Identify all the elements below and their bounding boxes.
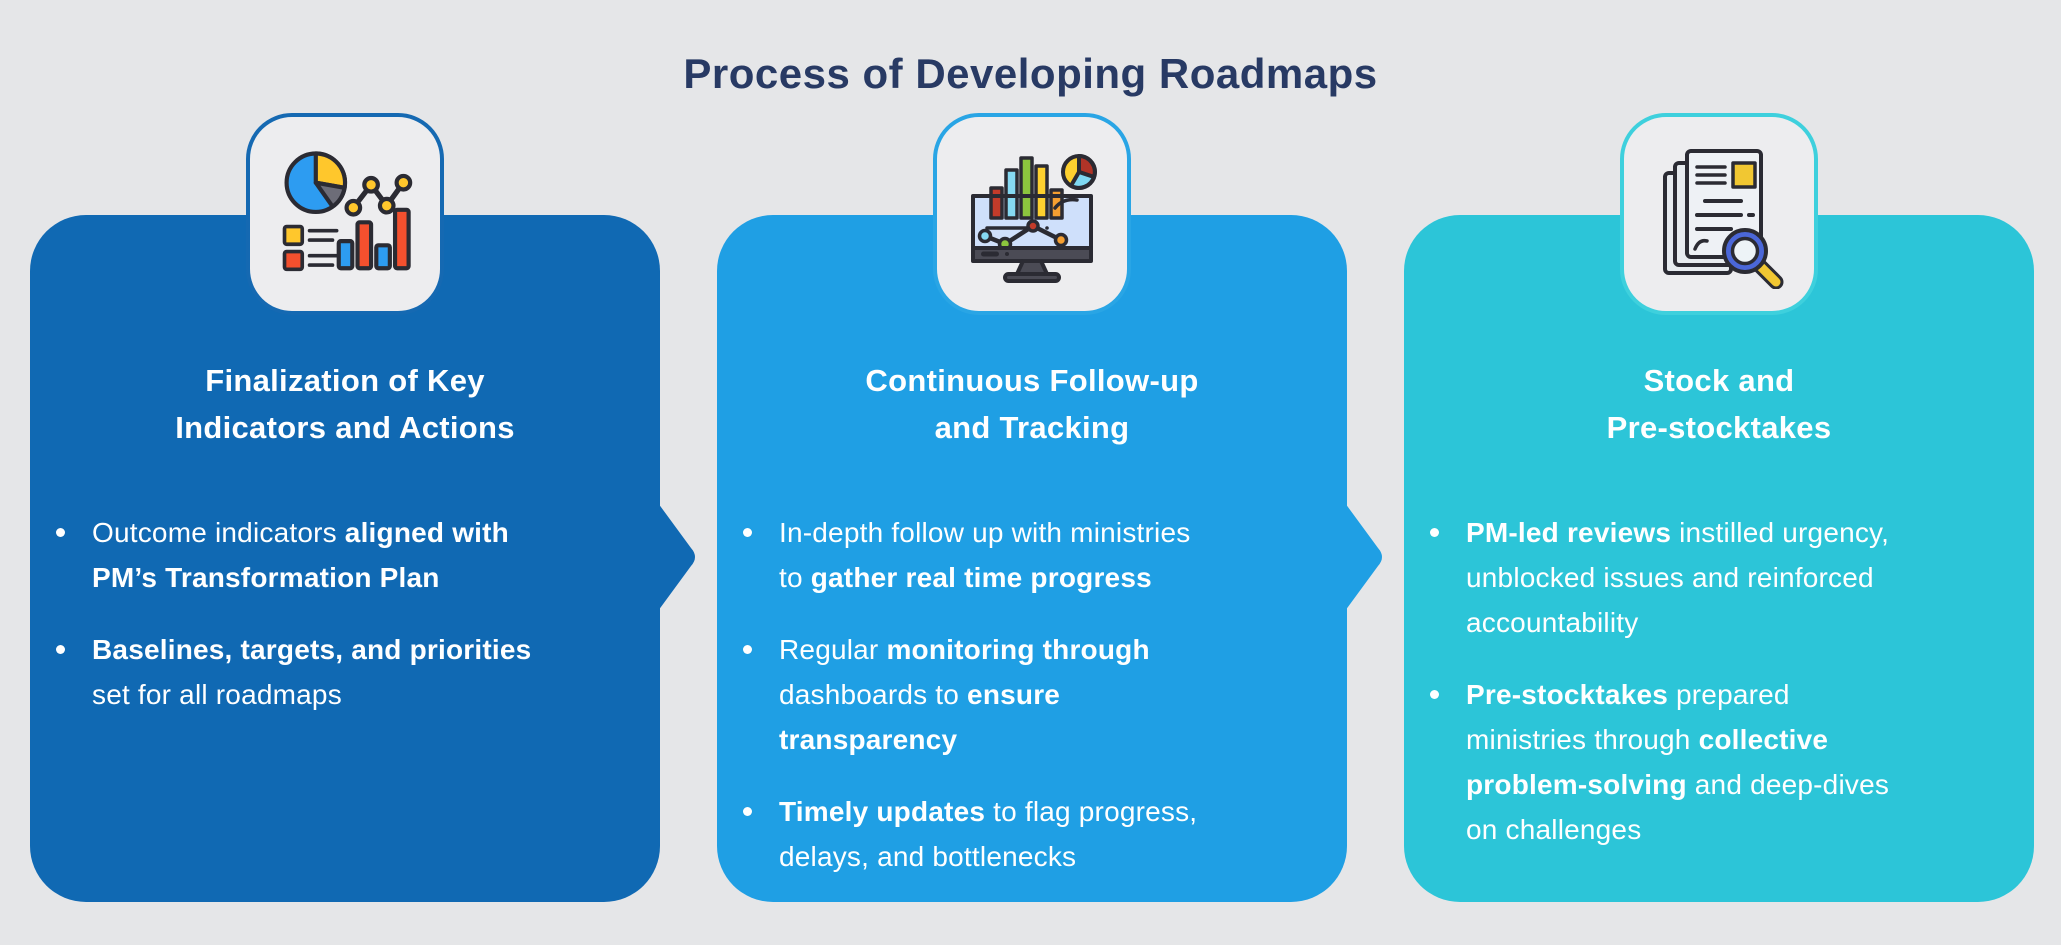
- connector-arrow-right: [658, 503, 695, 611]
- page-title: Process of Developing Roadmaps: [683, 50, 1378, 98]
- icon-box: [246, 113, 444, 315]
- dashboard-monitor-icon: [971, 154, 1097, 283]
- card-stocktakes: Stock and Pre-stocktakes PM-led reviews …: [1404, 113, 2034, 902]
- cards-row: Finalization of Key Indicators and Actio…: [30, 113, 2034, 902]
- analytics-icon: [282, 151, 413, 272]
- bullet-item: In-depth follow up with ministries to ga…: [741, 510, 1333, 600]
- bullet-item: Pre-stocktakes prepared ministries throu…: [1428, 672, 2020, 852]
- card-title: Stock and Pre-stocktakes: [1606, 363, 1832, 445]
- icon-box: [1620, 113, 1818, 315]
- card-title: Finalization of Key Indicators and Actio…: [175, 363, 515, 445]
- bullet-item: Outcome indicators aligned with PM’s Tra…: [54, 510, 646, 600]
- bullet-item: PM-led reviews instilled urgency, unbloc…: [1428, 510, 2020, 645]
- card-bullets: PM-led reviews instilled urgency, unbloc…: [1428, 510, 2020, 852]
- card-title: Continuous Follow-up and Tracking: [865, 363, 1199, 445]
- card-bullets: In-depth follow up with ministries to ga…: [741, 510, 1333, 879]
- card-bullets: Outcome indicators aligned with PM’s Tra…: [54, 510, 646, 717]
- bullet-item: Timely updates to flag progress, delays,…: [741, 789, 1333, 879]
- document-search-icon: [1663, 149, 1784, 289]
- icon-box: [933, 113, 1131, 315]
- connector-arrow-right: [1345, 503, 1382, 611]
- bullet-item: Regular monitoring through dashboards to…: [741, 627, 1333, 762]
- card-finalization: Finalization of Key Indicators and Actio…: [30, 113, 695, 902]
- card-follow-up: Continuous Follow-up and Tracking In-dep…: [717, 113, 1382, 902]
- bullet-item: Baselines, targets, and priorities set f…: [54, 627, 646, 717]
